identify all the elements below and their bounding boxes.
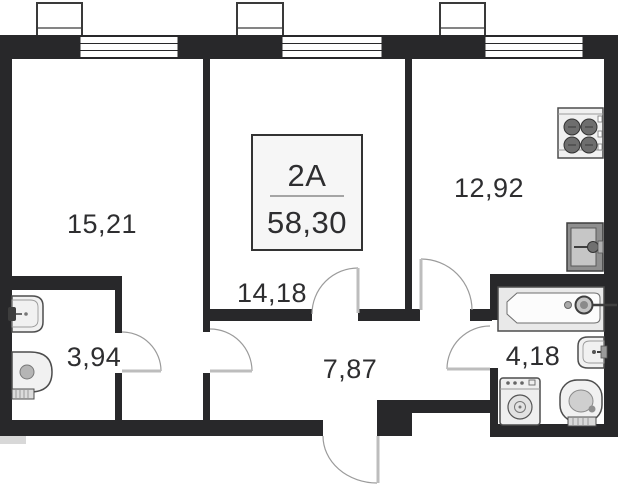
window-3: [484, 36, 584, 58]
wall-kitchen-hall: [470, 309, 492, 321]
wall-bath-small-right-upper: [115, 290, 122, 333]
door-bath-small: [121, 331, 162, 373]
room1-area-label: 15,21: [67, 209, 137, 239]
wall-right: [604, 35, 618, 437]
wall-bottom-bath: [490, 424, 618, 437]
door-bath-large: [446, 325, 491, 371]
hallway-area-label: 7,87: [323, 354, 378, 384]
wall-bath-small-right-lower: [115, 373, 122, 420]
wall-bath-small-top: [12, 276, 122, 290]
vent-box-3: [439, 2, 486, 37]
wall-bath-large-top: [490, 274, 618, 287]
bathroom-sink-small-icon: [8, 295, 44, 333]
kitchen-sink-icon: [566, 222, 604, 272]
wall-stub: [0, 436, 26, 444]
wall-left: [0, 35, 12, 433]
door-room1: [209, 328, 253, 373]
bathroom-large-area-label: 4,18: [506, 341, 561, 371]
window-2: [281, 36, 383, 58]
stove-icon: [557, 107, 604, 159]
bathtub-icon: [497, 286, 617, 332]
vent-box-1: [36, 2, 83, 37]
bathroom-small-area-label: 3,94: [67, 342, 122, 372]
toilet-small-icon: [11, 351, 53, 400]
unit-info-box: 2A 58,30: [251, 134, 363, 251]
wall-bottom-step: [405, 400, 492, 413]
wall-bath-large-left-upper: [490, 287, 498, 320]
window-1: [79, 36, 179, 58]
wall-room1-room2-upper: [203, 59, 210, 332]
door-kitchen: [419, 258, 473, 311]
bathroom-sink-large-icon: [577, 336, 608, 369]
unit-total-area-label: 58,30: [267, 205, 347, 240]
wall-room1-room2-lower: [203, 373, 210, 436]
washing-machine-icon: [499, 377, 541, 426]
wall-room2-hall-right: [358, 309, 420, 321]
wall-room2-hall-left: [203, 309, 312, 321]
toilet-large-icon: [559, 379, 603, 427]
unit-code-label: 2A: [288, 158, 327, 193]
vent-box-2: [236, 2, 284, 37]
room2-area-label: 14,18: [237, 278, 307, 308]
wall-bottom-left: [0, 420, 323, 436]
wall-bath-large-left-lower: [490, 368, 498, 424]
kitchen-area-label: 12,92: [454, 173, 524, 203]
door-room2: [311, 267, 360, 315]
door-entrance: [322, 435, 380, 484]
wall-room2-kitchen: [405, 59, 412, 309]
